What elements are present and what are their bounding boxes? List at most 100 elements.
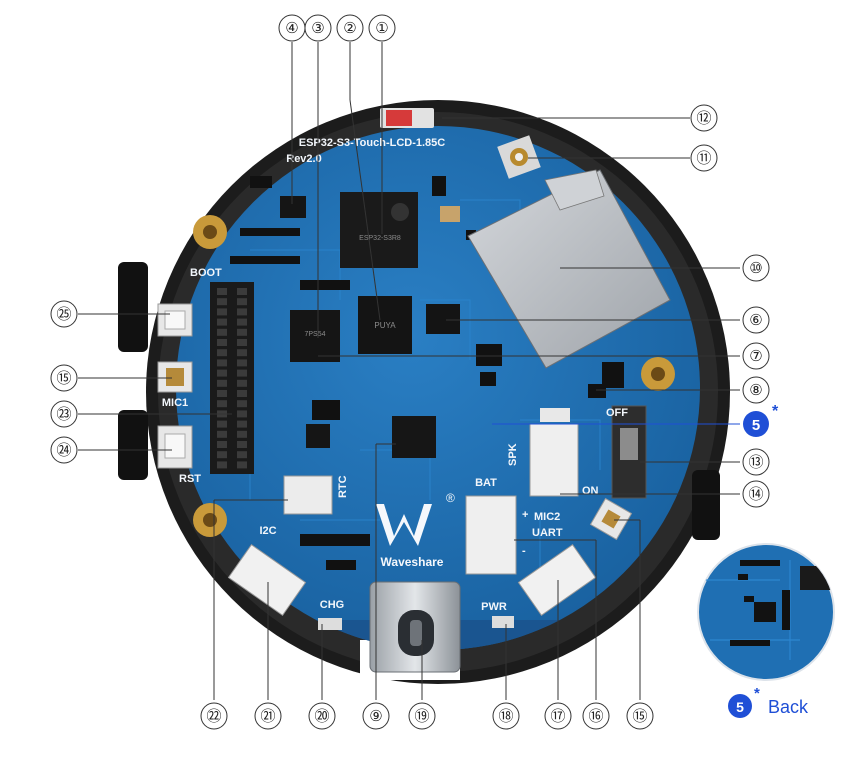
header-pin: [237, 369, 247, 377]
header-pin: [217, 349, 227, 357]
flash-chip: [358, 296, 412, 354]
waveshare-logo: ® Waveshare: [376, 491, 455, 569]
ic-rtc: [306, 424, 330, 448]
svg-text:㉒: ㉒: [206, 708, 221, 725]
silk-pwr: PWR: [481, 601, 507, 613]
callout-7: ⑦: [742, 342, 770, 370]
header-pin: [217, 400, 227, 408]
ic-audio-codec: [290, 310, 340, 362]
battery-connector: [465, 495, 517, 575]
svg-text:㉕: ㉕: [56, 306, 71, 323]
svg-text:㉓: ㉓: [56, 406, 71, 423]
header-pin: [237, 318, 247, 326]
svg-text:⑧: ⑧: [749, 382, 762, 399]
inset-back-label: Back: [768, 697, 809, 717]
header-pin: [217, 328, 227, 336]
svg-text:⑩: ⑩: [749, 260, 762, 277]
inset-back-ic: [754, 602, 776, 622]
svg-text:⑲: ⑲: [414, 708, 429, 725]
callout-8: ⑧: [742, 376, 770, 404]
header-pin: [237, 461, 247, 469]
back-inset: 5 * Back: [697, 543, 835, 718]
silk-rtc: RTC: [337, 475, 349, 498]
ic-charge: [602, 362, 624, 388]
callout-16: ⑯: [582, 702, 610, 730]
header-pin: [237, 288, 247, 295]
case-tab-right: [692, 470, 720, 540]
callout-12: ⑫: [690, 104, 718, 132]
header-pin: [237, 410, 247, 418]
svg-text:*: *: [772, 403, 779, 420]
uart-connector: [517, 543, 597, 617]
callout-23: ㉓: [50, 400, 78, 428]
header-pin: [237, 328, 247, 336]
leader-lines: [78, 42, 740, 700]
microsd-slot: [467, 169, 671, 369]
callout-2: ②: [336, 14, 364, 42]
svg-text:㉑: ㉑: [260, 708, 275, 725]
flash-chip-marking: PUYA: [374, 321, 396, 330]
svg-text:⑨: ⑨: [369, 708, 382, 725]
callout-14: ⑭: [742, 480, 770, 508]
power-switch: [611, 405, 647, 499]
mic1-microphone: [157, 361, 193, 393]
diode-component: [476, 344, 502, 366]
callout-10: ⑩: [742, 254, 770, 282]
svg-text:②: ②: [343, 20, 356, 37]
esp32-s3-chip: ESP32-S3R8: [340, 192, 418, 268]
usb-c-port: [369, 581, 461, 673]
silk-mic2: MIC2: [534, 511, 560, 523]
header-pin: [237, 359, 247, 367]
silk-mic1: MIC1: [162, 397, 188, 409]
svg-text:㉔: ㉔: [56, 442, 71, 459]
svg-text:5: 5: [752, 417, 760, 434]
header-pin: [217, 359, 227, 367]
callout-11: ⑪: [690, 144, 718, 172]
header-pin: [237, 400, 247, 408]
silk-on: ON: [582, 485, 599, 497]
chg-led: [318, 618, 342, 630]
header-pin: [217, 461, 227, 469]
callout-25: ㉕: [50, 300, 78, 328]
svg-text:⑭: ⑭: [748, 486, 763, 503]
esp32-chip-marking: ESP32-S3R8: [359, 235, 401, 242]
callout-22: ㉒: [200, 702, 228, 730]
rst-button: [157, 425, 193, 469]
silk-spk: SPK: [507, 443, 519, 466]
ic-imu: [280, 196, 306, 218]
callout-13: ⑬: [742, 448, 770, 476]
header-pin: [217, 441, 227, 448]
brand-label: Waveshare: [381, 555, 444, 569]
pin-header: [210, 282, 254, 474]
ic-touch-or-codec: [426, 304, 460, 334]
callout-3: ③: [304, 14, 332, 42]
svg-text:⑪: ⑪: [696, 150, 711, 167]
header-pin: [237, 298, 247, 306]
header-pin: [237, 430, 247, 438]
header-pin: [237, 390, 247, 397]
silk-minus: -: [522, 545, 526, 557]
inset-number: 5: [736, 699, 744, 715]
svg-text:③: ③: [311, 20, 324, 37]
inset-label: 5 * Back: [728, 685, 809, 718]
transistor-rtc: [312, 400, 340, 420]
header-pin: [217, 318, 227, 326]
header-pin: [217, 298, 227, 306]
header-pin: [217, 451, 227, 459]
case-tab-left-upper: [118, 262, 148, 352]
red-component: [386, 110, 412, 126]
callout-9: ⑨: [362, 702, 390, 730]
silk-bat: BAT: [475, 477, 497, 489]
silk-off: OFF: [606, 407, 628, 419]
svg-text:④: ④: [285, 20, 298, 37]
mic2-grille: [601, 509, 621, 529]
svg-text:⑰: ⑰: [550, 708, 565, 725]
left-ic-marking: 7PS54: [304, 331, 325, 338]
header-pin: [237, 339, 247, 346]
pwr-led: [492, 616, 514, 628]
spk-cap: [540, 408, 570, 422]
board-title: ESP32-S3-Touch-LCD-1.85C: [299, 137, 446, 149]
registered-mark: ®: [446, 491, 455, 505]
ic-small-8: [588, 384, 606, 398]
